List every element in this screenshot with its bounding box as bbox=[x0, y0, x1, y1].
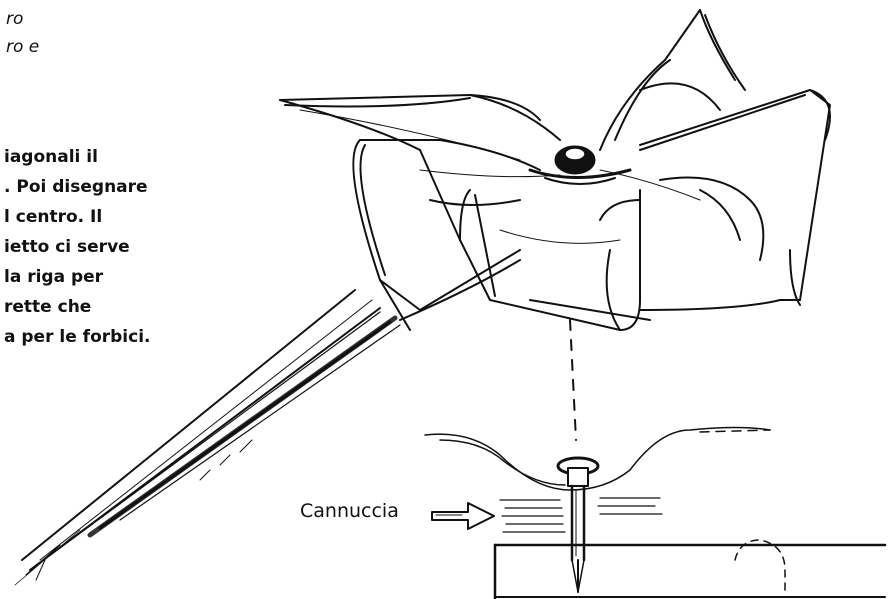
straw-lines bbox=[500, 498, 662, 532]
pinwheel-hub bbox=[530, 146, 630, 184]
pinwheel bbox=[280, 10, 830, 330]
base-block bbox=[495, 540, 885, 599]
straw-label: Cannuccia bbox=[300, 500, 399, 522]
dashed-guide-line bbox=[570, 320, 576, 440]
hollow-arrow-icon bbox=[432, 503, 494, 529]
detail-pin bbox=[558, 458, 598, 592]
detail-paper-edge bbox=[425, 428, 770, 491]
stick bbox=[15, 290, 400, 585]
